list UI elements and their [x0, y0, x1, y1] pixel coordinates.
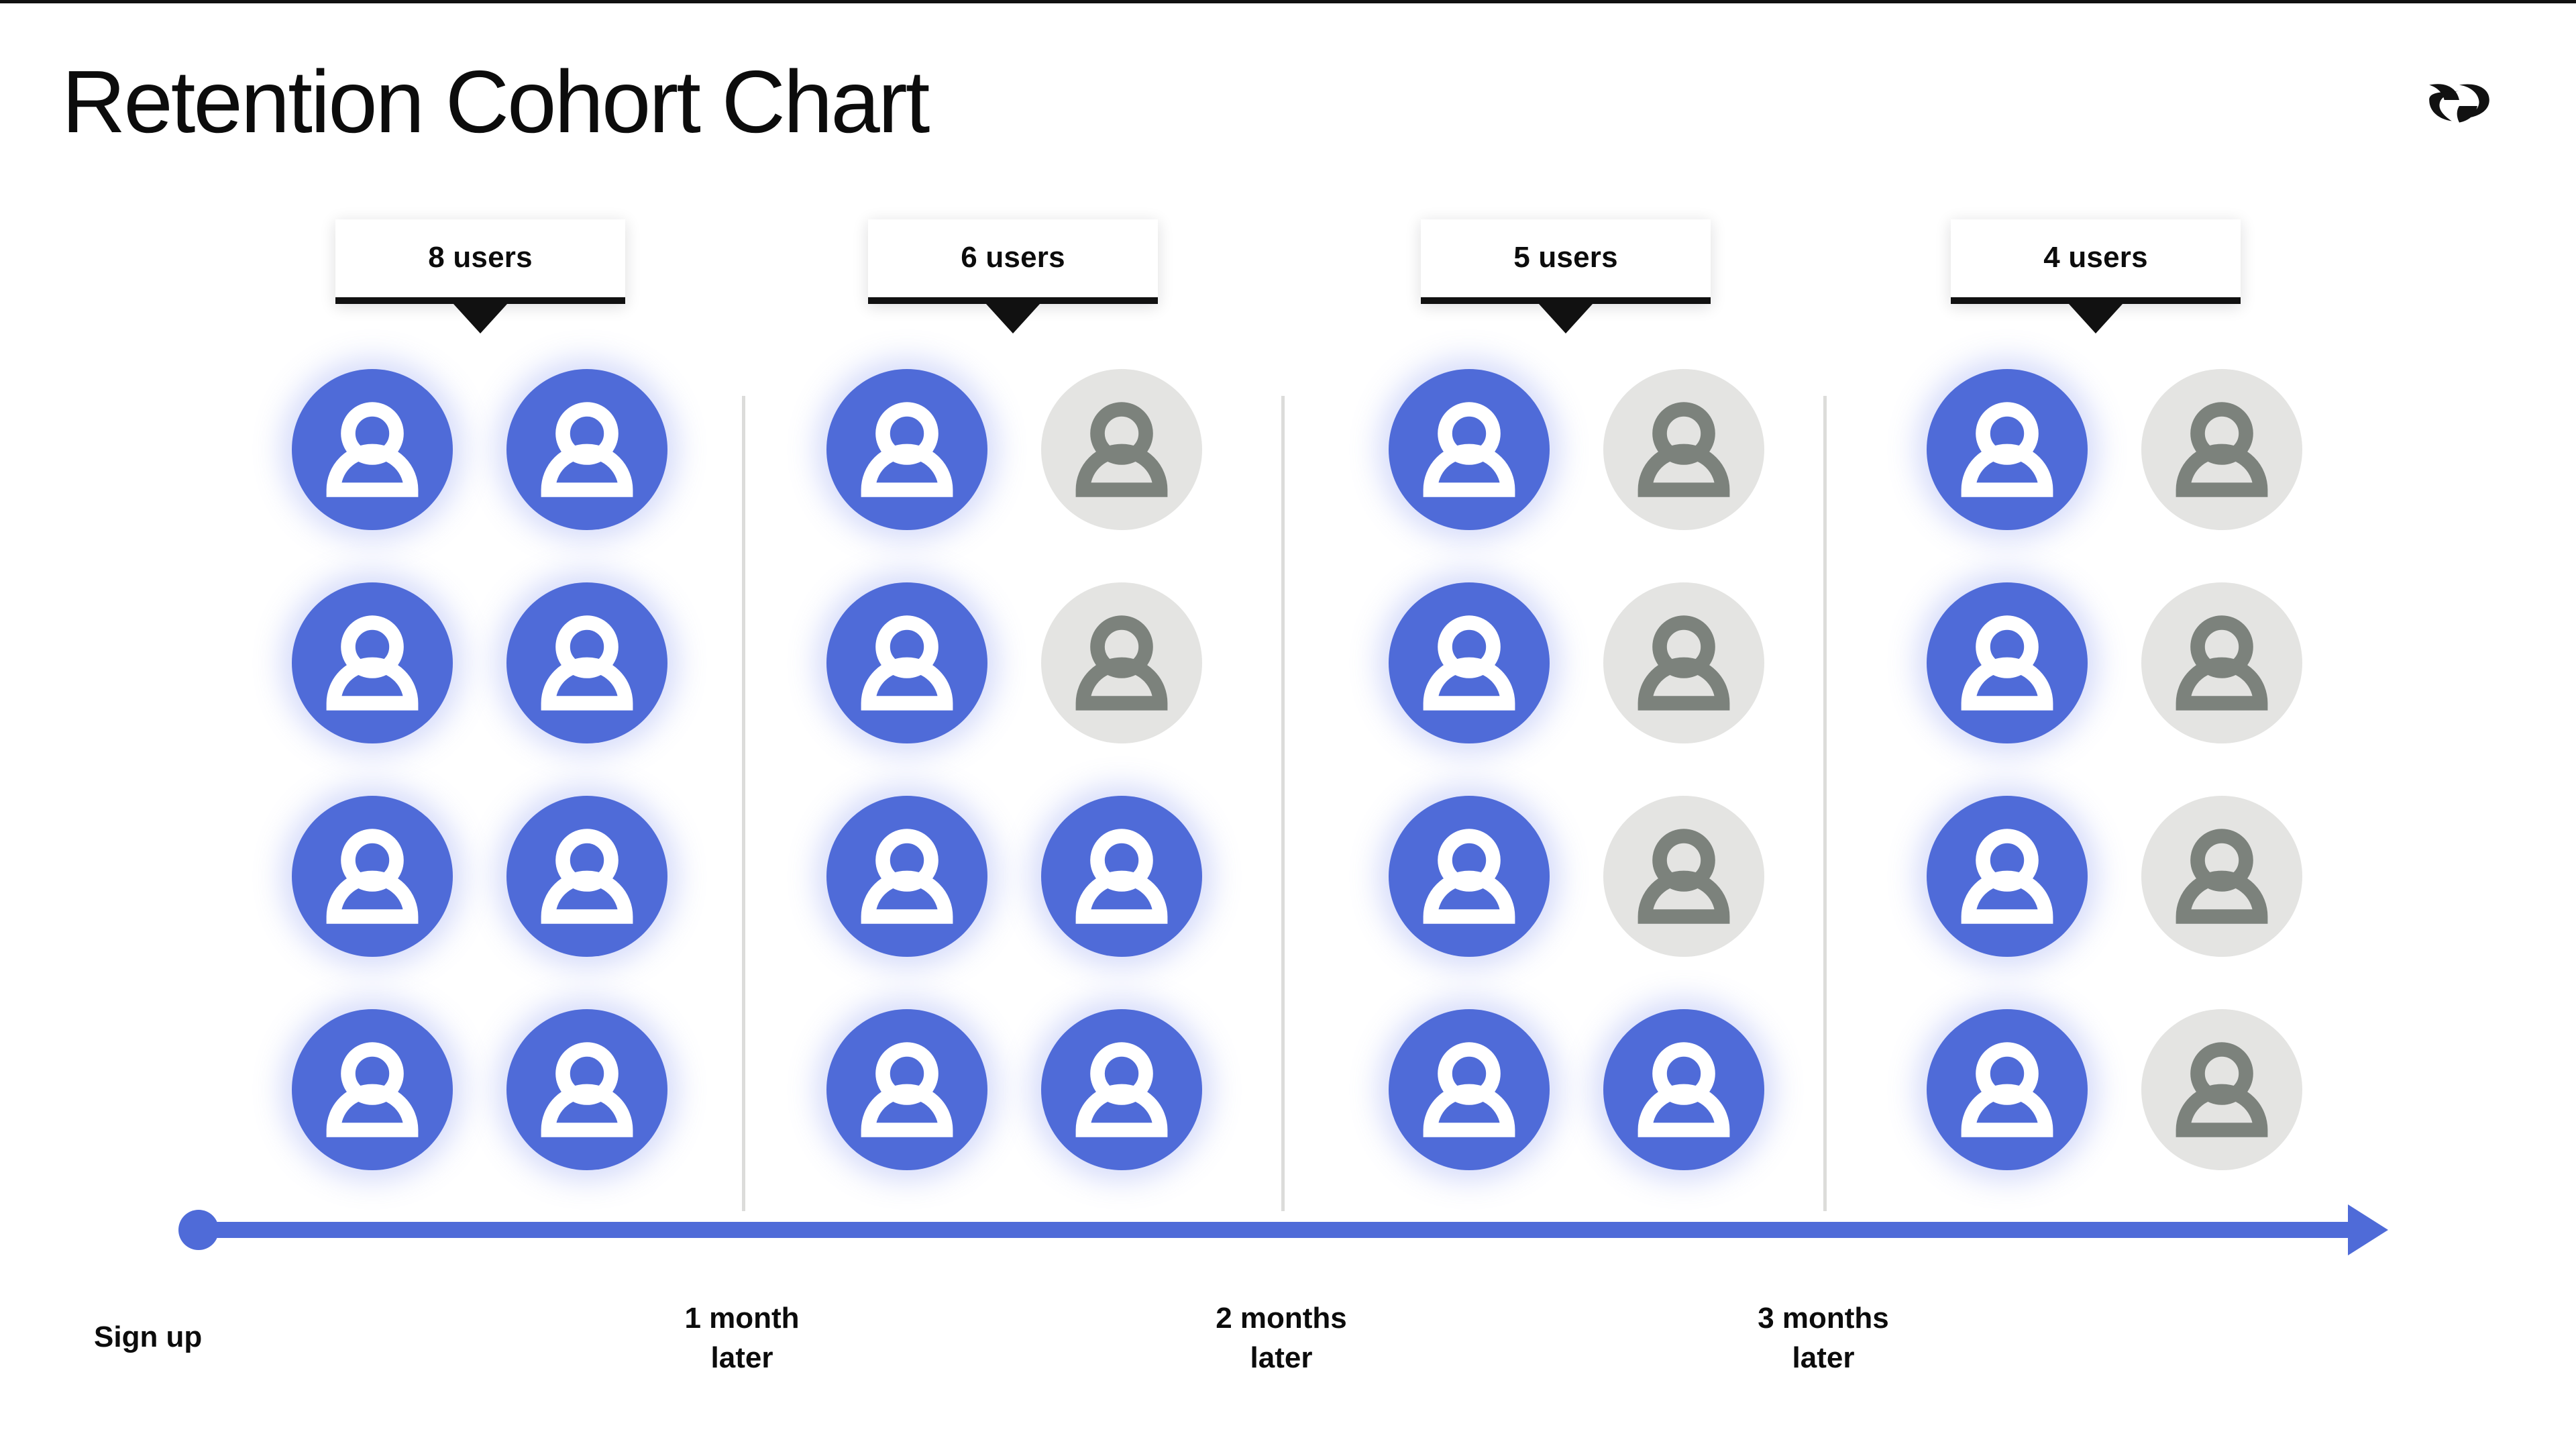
avatar-3-7[interactable] — [2141, 1009, 2302, 1170]
avatar-2-6[interactable] — [1389, 1009, 1550, 1170]
callout-label: 4 users — [2043, 241, 2148, 274]
callout-pointer-icon — [2069, 304, 2123, 333]
avatar-1-6[interactable] — [826, 1009, 987, 1170]
avatar-0-7[interactable] — [506, 1009, 667, 1170]
avatar-2-2[interactable] — [1389, 582, 1550, 743]
callout-box: 6 users — [868, 219, 1158, 333]
timeline-line — [199, 1222, 2368, 1238]
cohort-avatar-grid-3 — [1900, 369, 2329, 1223]
avatar-3-5[interactable] — [2141, 796, 2302, 957]
avatar-3-3[interactable] — [2141, 582, 2302, 743]
axis-label-1-month: 1 month later — [684, 1302, 800, 1375]
avatar-2-3[interactable] — [1603, 582, 1764, 743]
cohort-callout-2[interactable]: 5 users — [1421, 219, 1711, 333]
cohort-callout-3[interactable]: 4 users — [1951, 219, 2241, 333]
axis-label-signup: Sign up — [94, 1320, 203, 1353]
callout-pointer-icon — [986, 304, 1040, 333]
avatar-0-5[interactable] — [506, 796, 667, 957]
avatar-0-2[interactable] — [292, 582, 453, 743]
avatar-3-4[interactable] — [1927, 796, 2088, 957]
page-title: Retention Cohort Chart — [62, 52, 930, 151]
avatar-3-2[interactable] — [1927, 582, 2088, 743]
avatar-2-4[interactable] — [1389, 796, 1550, 957]
cohort-avatar-grid-2 — [1362, 369, 1791, 1223]
avatar-1-0[interactable] — [826, 369, 987, 530]
cohort-avatar-grid-1 — [800, 369, 1229, 1223]
callout-box: 8 users — [335, 219, 625, 333]
timeline-arrow-icon — [2348, 1204, 2388, 1255]
axis-label-2-months: 2 months later — [1216, 1302, 1347, 1375]
avatar-0-1[interactable] — [506, 369, 667, 530]
column-divider-3 — [1823, 396, 1827, 1211]
avatar-1-3[interactable] — [1041, 582, 1202, 743]
avatar-0-3[interactable] — [506, 582, 667, 743]
callout-label: 8 users — [428, 241, 533, 274]
column-divider-1 — [742, 396, 745, 1211]
cohort-callout-1[interactable]: 6 users — [868, 219, 1158, 333]
avatar-2-0[interactable] — [1389, 369, 1550, 530]
avatar-1-5[interactable] — [1041, 796, 1202, 957]
avatar-1-1[interactable] — [1041, 369, 1202, 530]
axis-label-3-months: 3 months later — [1758, 1302, 1889, 1375]
avatar-1-2[interactable] — [826, 582, 987, 743]
avatar-2-1[interactable] — [1603, 369, 1764, 530]
cohort-avatar-grid-0 — [265, 369, 694, 1223]
cohort-callout-0[interactable]: 8 users — [335, 219, 625, 333]
avatar-3-1[interactable] — [2141, 369, 2302, 530]
avatar-3-0[interactable] — [1927, 369, 2088, 530]
callout-label: 6 users — [961, 241, 1065, 274]
callout-pointer-icon — [453, 304, 507, 333]
avatar-1-7[interactable] — [1041, 1009, 1202, 1170]
callout-box: 4 users — [1951, 219, 2241, 333]
abstract-double-r-logo-icon — [2422, 62, 2497, 138]
timeline-axis — [0, 1204, 2576, 1285]
avatar-2-5[interactable] — [1603, 796, 1764, 957]
avatar-3-6[interactable] — [1927, 1009, 2088, 1170]
cohort-chart-area: 8 users 6 users — [0, 3, 2576, 1450]
avatar-0-6[interactable] — [292, 1009, 453, 1170]
callout-pointer-icon — [1539, 304, 1593, 333]
avatar-2-7[interactable] — [1603, 1009, 1764, 1170]
column-divider-2 — [1281, 396, 1285, 1211]
callout-box: 5 users — [1421, 219, 1711, 333]
avatar-0-4[interactable] — [292, 796, 453, 957]
avatar-0-0[interactable] — [292, 369, 453, 530]
avatar-1-4[interactable] — [826, 796, 987, 957]
callout-label: 5 users — [1513, 241, 1618, 274]
